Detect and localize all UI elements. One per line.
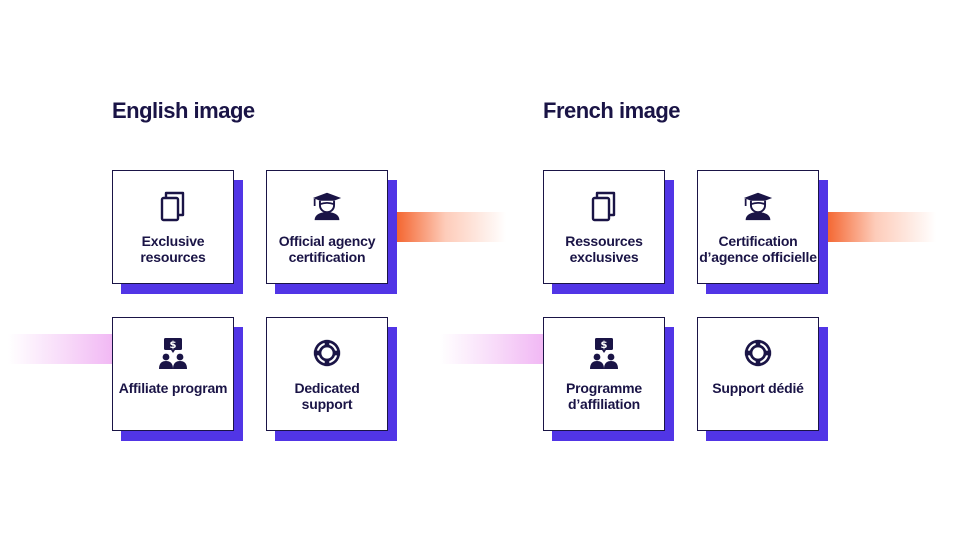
card-official-agency-certification: Official agency certification [266,170,388,284]
copy-icon [158,189,188,223]
copy-icon [589,189,619,223]
card-dedicated-support: Dedicated support [266,317,388,431]
svg-text:$: $ [170,340,177,351]
card-label: Programme d’affiliation [565,380,642,412]
card-label: Certification d’agence officielle [699,233,817,265]
orange-streak-right [826,212,936,242]
card-label: Official agency certification [278,233,376,265]
pink-streak-right [440,334,546,364]
card-ressources-exclusives: Ressources exclusives [543,170,665,284]
card-label: Ressources exclusives [565,233,643,265]
card-label: Dedicated support [294,380,360,412]
graduate-icon [743,189,773,223]
pink-streak-left [8,334,116,364]
affiliate-icon: $ [589,336,619,370]
section-heading-french: French image [543,98,681,123]
affiliate-icon: $ [158,336,188,370]
lifebuoy-icon [312,336,342,370]
card-support-dedie: Support dédié [697,317,819,431]
graduate-icon [312,189,342,223]
card-affiliate-program: $ Affiliate program [112,317,234,431]
card-programme-affiliation: $ Programme d’affiliation [543,317,665,431]
card-exclusive-resources: Exclusive resources [112,170,234,284]
svg-text:$: $ [601,340,608,351]
card-label: Affiliate program [118,380,228,396]
card-label: Exclusive resources [140,233,206,265]
orange-streak-left [396,212,506,242]
lifebuoy-icon [743,336,773,370]
card-label: Support dédié [712,380,804,396]
card-certification-agence-officielle: Certification d’agence officielle [697,170,819,284]
section-heading-english: English image [112,98,255,123]
